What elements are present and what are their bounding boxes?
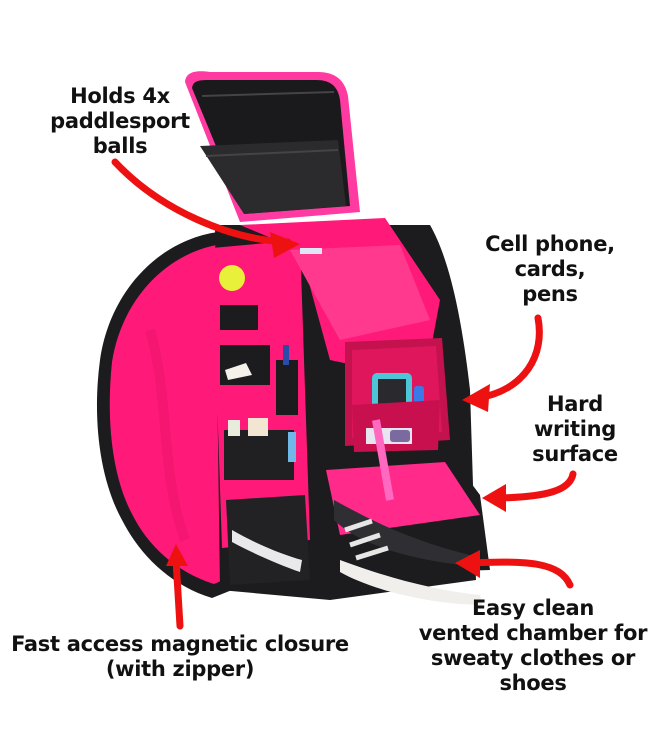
callout-vented: Easy clean vented chamber for sweaty clo… — [418, 596, 648, 696]
callout-line: cards, — [514, 257, 586, 281]
callout-line: Holds 4x — [70, 84, 170, 108]
top-lid — [185, 71, 360, 222]
arrow-heads — [166, 232, 506, 578]
callout-line: Easy clean — [471, 596, 595, 620]
arrow-balls — [111, 158, 292, 246]
callout-line: sweaty clothes or — [430, 646, 636, 670]
arrow-writing — [494, 470, 577, 502]
callout-line: surface — [532, 442, 618, 466]
arrow-magnetic — [172, 556, 184, 630]
callout-line: Fast access magnetic closure — [11, 632, 349, 656]
callout-magnetic: Fast access magnetic closure (with zippe… — [0, 632, 360, 682]
front-pocket — [345, 338, 450, 452]
arrows — [111, 158, 577, 630]
arrow-vented — [466, 558, 574, 589]
callout-line: shoes — [499, 671, 567, 695]
callout-line: paddlesport — [50, 109, 190, 133]
callout-balls: Holds 4x paddlesport balls — [20, 84, 220, 159]
callout-line: Cell phone, — [485, 232, 615, 256]
callout-line: pens — [522, 282, 578, 306]
callout-line: vented chamber for — [418, 621, 648, 645]
shoe-chamber — [318, 419, 490, 605]
callout-line: Hard — [547, 392, 603, 416]
callout-line: writing — [533, 417, 617, 441]
arrow-phone — [474, 314, 543, 402]
callout-phone: Cell phone, cards, pens — [455, 232, 645, 307]
left-flap — [96, 232, 233, 598]
callout-line: (with zipper) — [105, 657, 255, 681]
callout-line: balls — [92, 134, 148, 158]
callout-writing: Hard writing surface — [510, 392, 640, 467]
